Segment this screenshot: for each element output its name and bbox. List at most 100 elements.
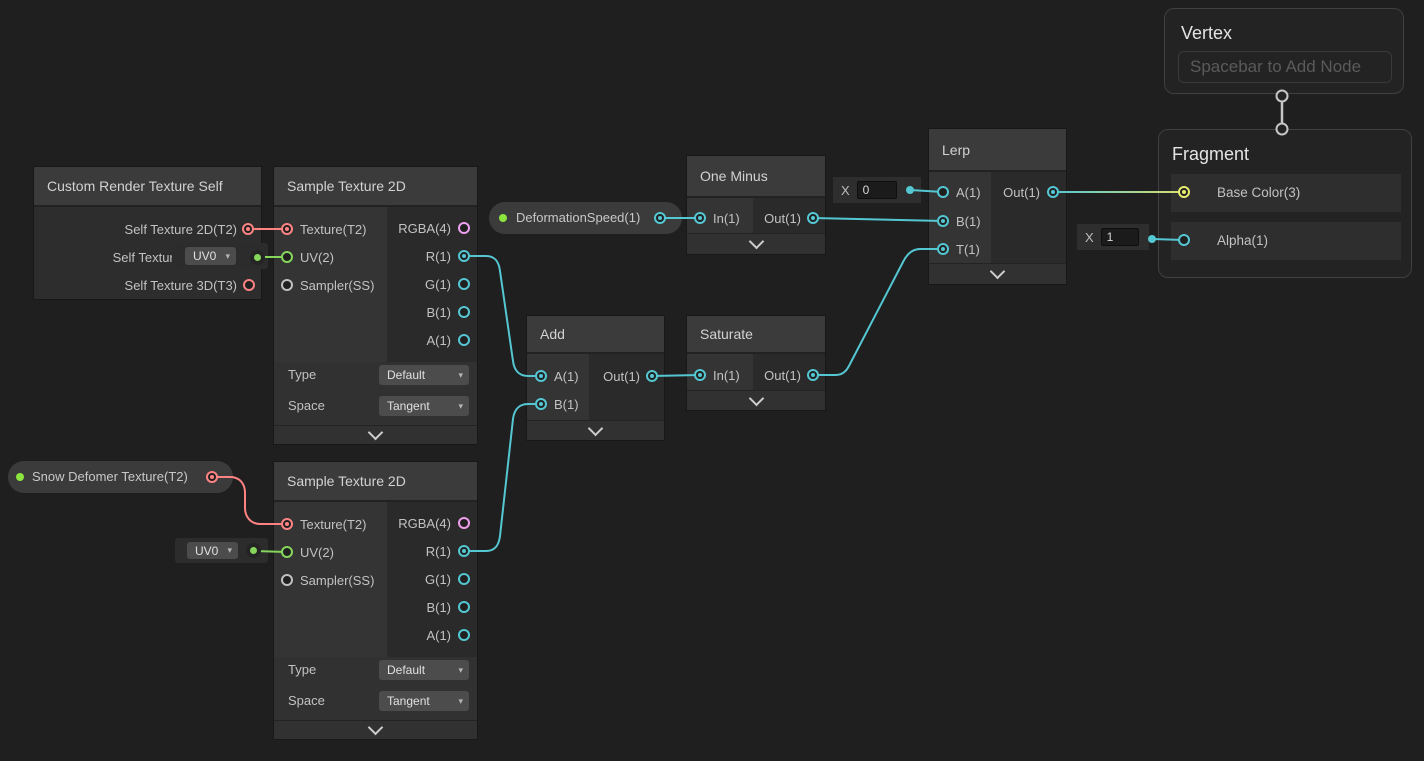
dropdown-caret-icon: ▾: [225, 250, 230, 261]
node-title[interactable]: Custom Render Texture Self: [34, 167, 261, 207]
sample2-sampler-port[interactable]: [281, 574, 293, 586]
input-label-b: B(1): [956, 214, 981, 229]
sample2-rgba-port[interactable]: [458, 517, 470, 529]
node-title[interactable]: Sample Texture 2D: [274, 462, 477, 502]
type-dropdown[interactable]: Default ▾: [379, 660, 469, 680]
input-label-uv: UV(2): [300, 545, 334, 560]
node-title[interactable]: Add: [527, 316, 664, 354]
output-label-a: A(1): [426, 333, 451, 348]
input-label-t: T(1): [956, 242, 980, 257]
node-title[interactable]: Saturate: [687, 316, 825, 354]
collapse-bar[interactable]: [274, 719, 477, 739]
output-label-out: Out(1): [764, 368, 801, 383]
sample1-b-port[interactable]: [458, 306, 470, 318]
collapse-bar[interactable]: [527, 420, 664, 440]
type-dropdown-value: Default: [387, 663, 426, 677]
output-label-rgba: RGBA(4): [398, 516, 451, 531]
sample2-g-port[interactable]: [458, 573, 470, 585]
sample1-g-port[interactable]: [458, 278, 470, 290]
sample1-texture-port[interactable]: [281, 223, 293, 235]
input-label-alpha: Alpha(1): [1217, 233, 1269, 248]
lerp-a-inline-connector[interactable]: [906, 186, 914, 194]
input-label-sampler: Sampler(SS): [300, 573, 375, 588]
saturate-out-port[interactable]: [807, 369, 819, 381]
alpha-inline-connector[interactable]: [1148, 235, 1156, 243]
snow-deformer-out-port[interactable]: [206, 471, 218, 483]
type-dropdown-value: Default: [387, 368, 426, 382]
collapse-bar[interactable]: [274, 424, 477, 444]
sample1-r-port[interactable]: [458, 250, 470, 262]
sample2-a-port[interactable]: [458, 629, 470, 641]
saturate-in-port[interactable]: [694, 369, 706, 381]
add-out-port[interactable]: [646, 370, 658, 382]
add-a-port[interactable]: [535, 370, 547, 382]
custom-self-texture-2d-port[interactable]: [242, 223, 254, 235]
add-node-placeholder[interactable]: Spacebar to Add Node: [1178, 51, 1392, 83]
chevron-down-icon: [748, 233, 764, 250]
node-sample-texture-2d-1[interactable]: Sample Texture 2D Texture(T2) UV(2) Samp…: [273, 166, 478, 445]
sample1-rgba-port[interactable]: [458, 222, 470, 234]
dropdown-caret-icon: ▾: [458, 400, 463, 411]
sample1-uv-port[interactable]: [281, 251, 293, 263]
lerp-out-port[interactable]: [1047, 186, 1059, 198]
sample2-r-port[interactable]: [458, 545, 470, 557]
node-custom-render-texture-self[interactable]: Custom Render Texture Self Self Texture …: [33, 166, 262, 300]
collapse-bar[interactable]: [929, 263, 1066, 284]
sample2-b-port[interactable]: [458, 601, 470, 613]
node-vertex[interactable]: Vertex Spacebar to Add Node: [1164, 8, 1404, 94]
wire-oneminus-to-lerp-b[interactable]: [812, 217, 944, 222]
node-add[interactable]: Add A(1) B(1) Out(1): [526, 315, 665, 441]
uv-channel-panel-2: UV0 ▾: [175, 538, 268, 563]
node-saturate[interactable]: Saturate In(1) Out(1): [686, 315, 826, 411]
dropdown-caret-icon: ▾: [458, 695, 463, 706]
sample2-texture-port[interactable]: [281, 518, 293, 530]
node-title[interactable]: Lerp: [929, 129, 1066, 172]
custom-self-texture-3d-port[interactable]: [243, 279, 255, 291]
fragment-row-alpha[interactable]: Alpha(1): [1171, 222, 1401, 260]
space-dropdown[interactable]: Tangent ▾: [379, 691, 469, 711]
sample2-uv-port[interactable]: [281, 546, 293, 558]
node-title[interactable]: Sample Texture 2D: [274, 167, 477, 207]
uv-inline-connector-2[interactable]: [246, 543, 261, 558]
fragment-alpha-port[interactable]: [1178, 234, 1190, 246]
lerp-a-port[interactable]: [937, 186, 949, 198]
output-label-out: Out(1): [603, 369, 640, 384]
fragment-base-color-port[interactable]: [1178, 186, 1190, 198]
lerp-a-default-field: X: [833, 177, 921, 203]
fragment-row-base-color[interactable]: Base Color(3): [1171, 174, 1401, 212]
uv-inline-connector-1[interactable]: [250, 250, 265, 265]
add-b-port[interactable]: [535, 398, 547, 410]
lerp-b-port[interactable]: [937, 215, 949, 227]
lerp-t-port[interactable]: [937, 243, 949, 255]
node-fragment[interactable]: Fragment Base Color(3) Alpha(1): [1158, 129, 1412, 278]
type-dropdown[interactable]: Default ▾: [379, 365, 469, 385]
space-dropdown[interactable]: Tangent ▾: [379, 396, 469, 416]
uv-channel-dropdown-1[interactable]: UV0 ▾: [185, 247, 236, 265]
property-dot-icon: [499, 214, 507, 222]
node-one-minus[interactable]: One Minus In(1) Out(1): [686, 155, 826, 255]
uv-dropdown-value: UV0: [193, 249, 217, 263]
wire-saturate-to-lerp-t[interactable]: [812, 248, 944, 376]
control-label-type: Type: [288, 367, 317, 382]
node-title[interactable]: One Minus: [687, 156, 825, 198]
sample1-sampler-port[interactable]: [281, 279, 293, 291]
alpha-value-input[interactable]: [1100, 228, 1139, 246]
input-label-sampler: Sampler(SS): [300, 278, 375, 293]
oneminus-out-port[interactable]: [807, 212, 819, 224]
output-label-g: G(1): [425, 277, 451, 292]
lerp-a-value-input[interactable]: [856, 181, 897, 199]
oneminus-in-port[interactable]: [694, 212, 706, 224]
collapse-bar[interactable]: [687, 390, 825, 410]
chevron-down-icon: [367, 719, 384, 736]
x-component-label: X: [841, 182, 850, 198]
deformation-speed-out-port[interactable]: [654, 212, 666, 224]
property-snow-deformer-texture[interactable]: Snow Defomer Texture(T2): [8, 461, 233, 493]
sample1-a-port[interactable]: [458, 334, 470, 346]
node-lerp[interactable]: Lerp A(1) B(1) T(1) Out(1): [928, 128, 1067, 285]
node-sample-texture-2d-2[interactable]: Sample Texture 2D Texture(T2) UV(2) Samp…: [273, 461, 478, 740]
property-deformation-speed[interactable]: DeformationSpeed(1): [489, 202, 682, 234]
collapse-bar[interactable]: [687, 233, 825, 254]
uv-channel-dropdown-2[interactable]: UV0 ▾: [187, 542, 238, 559]
input-label-a: A(1): [956, 185, 981, 200]
